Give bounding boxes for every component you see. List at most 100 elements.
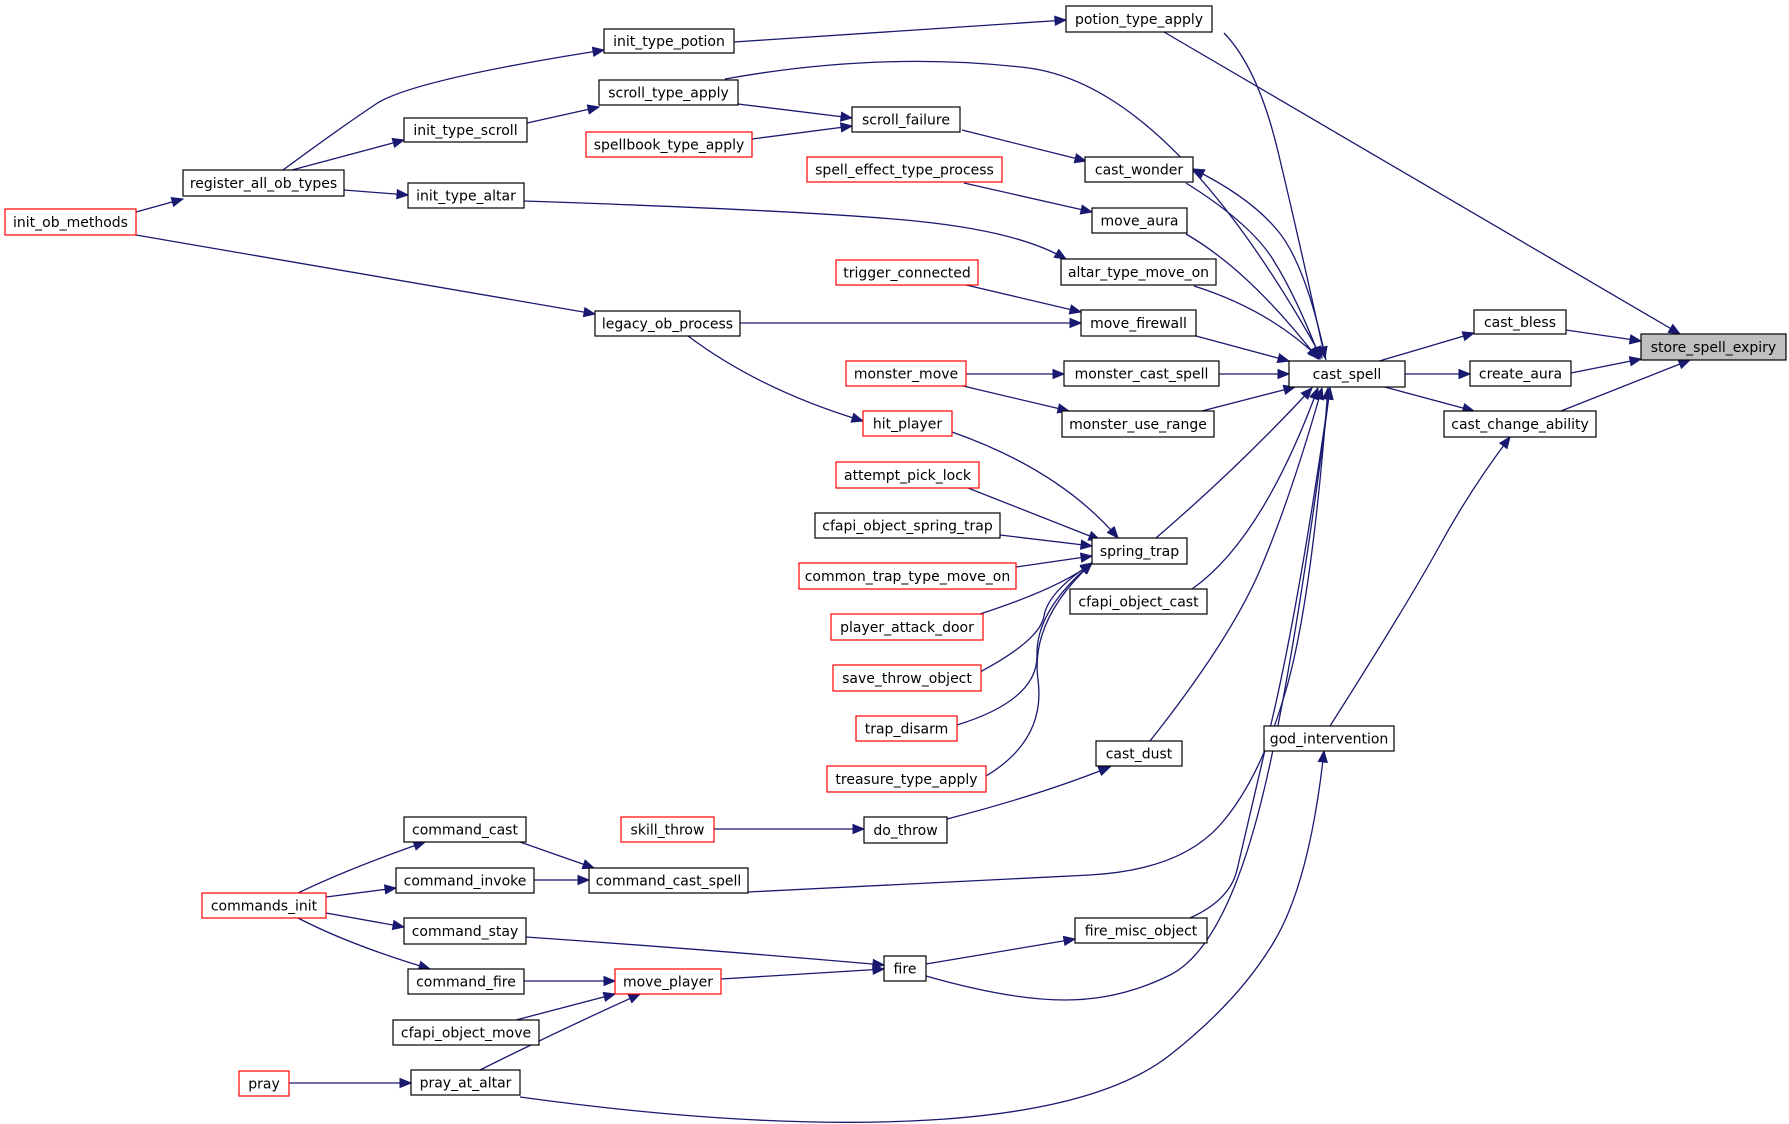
node-trap_disarm[interactable]: trap_disarm — [855, 715, 958, 742]
node-command_invoke[interactable]: command_invoke — [395, 867, 535, 894]
edge-line — [1149, 387, 1323, 742]
node-cast_change_ability[interactable]: cast_change_ability — [1443, 410, 1597, 438]
node-do_throw[interactable]: do_throw — [863, 816, 948, 844]
node-box — [855, 715, 958, 742]
node-box — [863, 816, 948, 844]
node-fire_misc_object[interactable]: fire_misc_object — [1074, 917, 1208, 944]
node-box — [1060, 258, 1217, 286]
node-monster_use_range[interactable]: monster_use_range — [1061, 410, 1215, 438]
node-potion_type_apply[interactable]: potion_type_apply — [1065, 5, 1213, 33]
edge-line — [733, 19, 1067, 43]
edge-spellbook_type_apply-to-scroll_failure — [751, 122, 854, 140]
node-label: monster_use_range — [1069, 417, 1207, 433]
edge-line — [1223, 32, 1326, 359]
node-commands_init[interactable]: commands_init — [201, 892, 327, 919]
node-save_throw_object[interactable]: save_throw_object — [832, 664, 982, 692]
node-cast_wonder[interactable]: cast_wonder — [1084, 156, 1194, 183]
edge-cfapi_object_spring_trap-to-spring_trap — [999, 534, 1094, 550]
node-label: pray_at_altar — [420, 1076, 512, 1092]
node-cast_spell[interactable]: cast_spell — [1288, 360, 1406, 388]
node-pray[interactable]: pray — [238, 1070, 290, 1097]
node-init_type_altar[interactable]: init_type_altar — [407, 182, 525, 209]
node-cfapi_object_spring_trap[interactable]: cfapi_object_spring_trap — [814, 512, 1001, 539]
node-cast_bless[interactable]: cast_bless — [1473, 309, 1567, 335]
node-common_trap_type_move_on[interactable]: common_trap_type_move_on — [798, 562, 1017, 590]
node-move_firewall[interactable]: move_firewall — [1080, 309, 1197, 337]
node-box — [1074, 917, 1208, 944]
node-create_aura[interactable]: create_aura — [1469, 360, 1572, 387]
arrowhead — [1458, 368, 1472, 380]
node-init_type_potion[interactable]: init_type_potion — [603, 28, 735, 54]
edge-command_invoke-to-command_cast_spell — [534, 874, 591, 886]
node-command_cast[interactable]: command_cast — [403, 816, 527, 843]
node-box — [1080, 309, 1197, 337]
node-monster_cast_spell[interactable]: monster_cast_spell — [1063, 360, 1220, 387]
node-god_intervention[interactable]: god_intervention — [1263, 725, 1395, 752]
edge-line — [297, 841, 426, 894]
node-scroll_type_apply[interactable]: scroll_type_apply — [598, 79, 739, 106]
node-move_player[interactable]: move_player — [614, 968, 722, 995]
node-init_type_scroll[interactable]: init_type_scroll — [403, 117, 528, 143]
edge-commands_init-to-command_stay — [325, 912, 406, 931]
node-box — [614, 968, 722, 995]
edge-line — [720, 968, 885, 980]
edge-legacy_ob_process-to-hit_player — [687, 335, 865, 423]
edge-scroll_type_apply-to-cast_spell — [724, 60, 1323, 360]
edge-line — [967, 487, 1101, 541]
edge-monster_move-to-monster_cast_spell — [966, 368, 1066, 380]
node-label: fire — [894, 962, 917, 978]
node-label: move_firewall — [1090, 316, 1187, 332]
node-fire[interactable]: fire — [883, 955, 927, 982]
node-move_aura[interactable]: move_aura — [1091, 207, 1188, 234]
node-box — [392, 1019, 540, 1046]
arrowhead — [1073, 153, 1088, 164]
node-register_all_ob_types[interactable]: register_all_ob_types — [182, 169, 345, 197]
arrowhead — [581, 859, 596, 870]
node-command_cast_spell[interactable]: command_cast_spell — [588, 867, 749, 894]
node-box — [1640, 333, 1787, 361]
node-legacy_ob_process[interactable]: legacy_ob_process — [594, 310, 741, 337]
node-label: cfapi_object_cast — [1078, 595, 1199, 611]
node-box — [1061, 410, 1215, 438]
edge-line — [963, 182, 1093, 213]
node-attempt_pick_lock[interactable]: attempt_pick_lock — [835, 461, 980, 489]
node-pray_at_altar[interactable]: pray_at_altar — [410, 1069, 521, 1096]
node-box — [4, 208, 137, 236]
node-box — [403, 917, 527, 945]
node-scroll_failure[interactable]: scroll_failure — [851, 106, 961, 133]
edge-line — [519, 841, 595, 869]
node-command_stay[interactable]: command_stay — [403, 917, 527, 945]
node-treasure_type_apply[interactable]: treasure_type_apply — [826, 765, 987, 793]
node-monster_move[interactable]: monster_move — [845, 360, 967, 387]
arrowhead — [603, 975, 617, 987]
node-label: command_cast — [412, 823, 518, 839]
node-command_fire[interactable]: command_fire — [407, 968, 525, 995]
node-label: hit_player — [873, 417, 943, 433]
node-label: scroll_type_apply — [608, 86, 729, 102]
node-cfapi_object_cast[interactable]: cfapi_object_cast — [1069, 588, 1208, 615]
arrowhead — [1313, 386, 1324, 401]
node-box — [410, 1069, 521, 1096]
node-spellbook_type_apply[interactable]: spellbook_type_apply — [585, 131, 753, 158]
node-box — [403, 816, 527, 843]
edge-line — [325, 887, 397, 898]
node-cast_dust[interactable]: cast_dust — [1095, 740, 1183, 767]
node-box — [594, 310, 741, 337]
node-spell_effect_type_process[interactable]: spell_effect_type_process — [806, 156, 1003, 183]
node-init_ob_methods[interactable]: init_ob_methods — [4, 208, 137, 236]
node-spring_trap[interactable]: spring_trap — [1091, 537, 1188, 565]
node-store_spell_expiry[interactable]: store_spell_expiry — [1640, 333, 1787, 361]
node-hit_player[interactable]: hit_player — [862, 410, 953, 437]
node-skill_throw[interactable]: skill_throw — [620, 816, 715, 843]
arrowhead — [1300, 387, 1313, 401]
arrowhead — [1317, 749, 1328, 763]
node-label: cast_spell — [1313, 367, 1382, 383]
node-trigger_connected[interactable]: trigger_connected — [835, 259, 979, 286]
edge-monster_use_range-to-cast_spell — [1197, 384, 1297, 413]
arrowhead — [1068, 304, 1083, 315]
arrowhead — [391, 919, 406, 931]
node-cfapi_object_move[interactable]: cfapi_object_move — [392, 1019, 540, 1046]
arrowhead — [1667, 323, 1682, 335]
node-player_attack_door[interactable]: player_attack_door — [830, 613, 984, 641]
node-altar_type_move_on[interactable]: altar_type_move_on — [1060, 258, 1217, 286]
